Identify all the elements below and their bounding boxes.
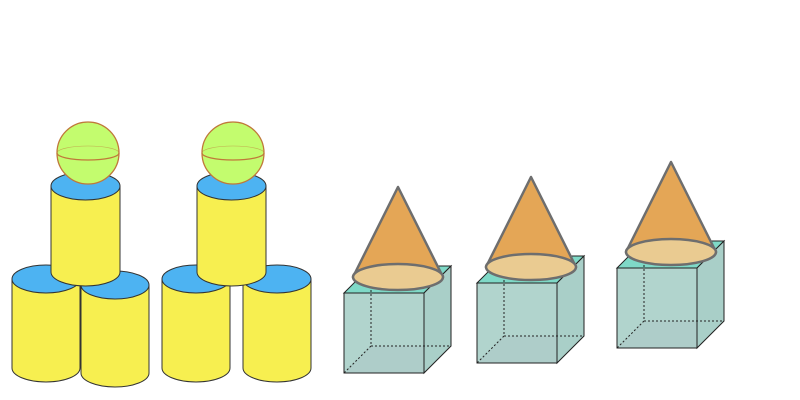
cylinder — [11, 264, 81, 383]
sphere — [201, 121, 265, 185]
sphere-equator-back — [56, 145, 120, 154]
cylinder-body — [242, 278, 312, 383]
cylinder-body — [50, 185, 121, 287]
cube-hidden-edges — [616, 241, 724, 349]
cylinder-body — [11, 278, 81, 383]
sphere — [56, 121, 120, 185]
cylinder — [161, 264, 231, 383]
cylinder-body — [161, 278, 231, 383]
cube-hidden-edges — [476, 256, 584, 364]
cone-base — [624, 237, 718, 267]
cylinder — [50, 171, 121, 287]
cone-on-cube-3 — [615, 160, 726, 350]
cylinder — [80, 270, 150, 388]
cylinder-body — [80, 284, 150, 388]
cone-on-cube-1 — [342, 185, 453, 375]
sphere-body — [56, 121, 120, 185]
cube-hidden-edges — [343, 266, 451, 374]
cone-base — [351, 262, 445, 292]
sphere-equator-front — [201, 152, 265, 161]
sphere-equator-front — [56, 152, 120, 161]
cylinder — [242, 264, 312, 383]
cylinder-body — [196, 185, 267, 287]
cylinder — [196, 171, 267, 287]
cone-on-cube-2 — [475, 175, 586, 365]
sphere-equator-back — [201, 145, 265, 154]
cube-front-face — [343, 292, 425, 374]
cone-base — [484, 252, 578, 282]
cube-front-face — [616, 267, 698, 349]
sphere-body — [201, 121, 265, 185]
cylinder-stack-1 — [11, 121, 150, 388]
cube-front-face — [476, 282, 558, 364]
cylinder-stack-2 — [161, 121, 312, 383]
